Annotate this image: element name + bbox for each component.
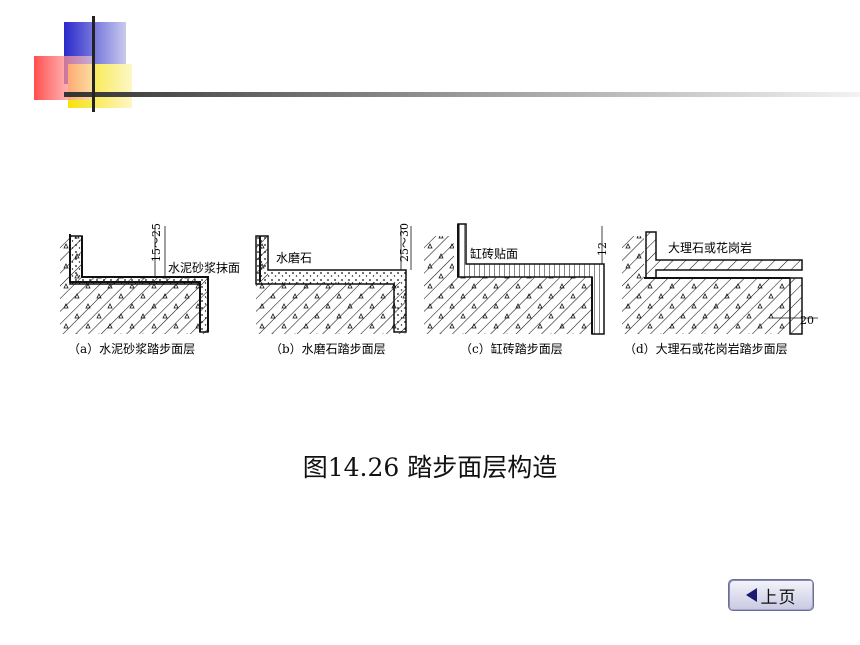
panel-d: 20 大理石或花岗岩 （d）大理石或花岗岩踏步面层: [622, 231, 818, 356]
panel-c-dim: 12: [596, 242, 609, 256]
prev-page-label: 上页: [760, 587, 797, 608]
left-triangle-icon: [745, 588, 757, 602]
panel-c-caption: （c）缸砖踏步面层: [460, 341, 563, 356]
panel-a-caption: （a）水泥砂浆踏步面层: [68, 341, 195, 356]
panel-b-callout: 水磨石: [276, 251, 312, 265]
panel-a: 15～25 水泥砂浆抹面 （a）水泥砂浆踏步面层: [60, 223, 240, 356]
panel-a-callout: 水泥砂浆抹面: [168, 260, 240, 275]
header-rule: [64, 92, 860, 97]
prev-page-button[interactable]: 上页: [728, 579, 814, 611]
panel-d-callout: 大理石或花岗岩: [668, 240, 752, 255]
slide-decoration: [34, 16, 860, 112]
panel-d-caption: （d）大理石或花岗岩踏步面层: [624, 341, 788, 356]
panel-c: 12 缸砖贴面 （c）缸砖踏步面层: [424, 223, 609, 356]
panel-c-callout: 缸砖贴面: [470, 246, 518, 261]
panel-a-dim: 15～25: [150, 223, 163, 262]
vertical-rule: [92, 16, 95, 112]
step-finish-diagram: 15～25 水泥砂浆抹面 （a）水泥砂浆踏步面层 25～30 水磨石 （b）水磨…: [60, 222, 820, 362]
panel-b-caption: （b）水磨石踏步面层: [270, 342, 386, 356]
panel-b: 25～30 水磨石 （b）水磨石踏步面层: [255, 223, 412, 356]
panel-d-dim: 20: [800, 314, 814, 327]
panel-b-dim: 25～30: [398, 223, 411, 262]
figure-caption: 图14.26 踏步面层构造: [302, 453, 558, 482]
